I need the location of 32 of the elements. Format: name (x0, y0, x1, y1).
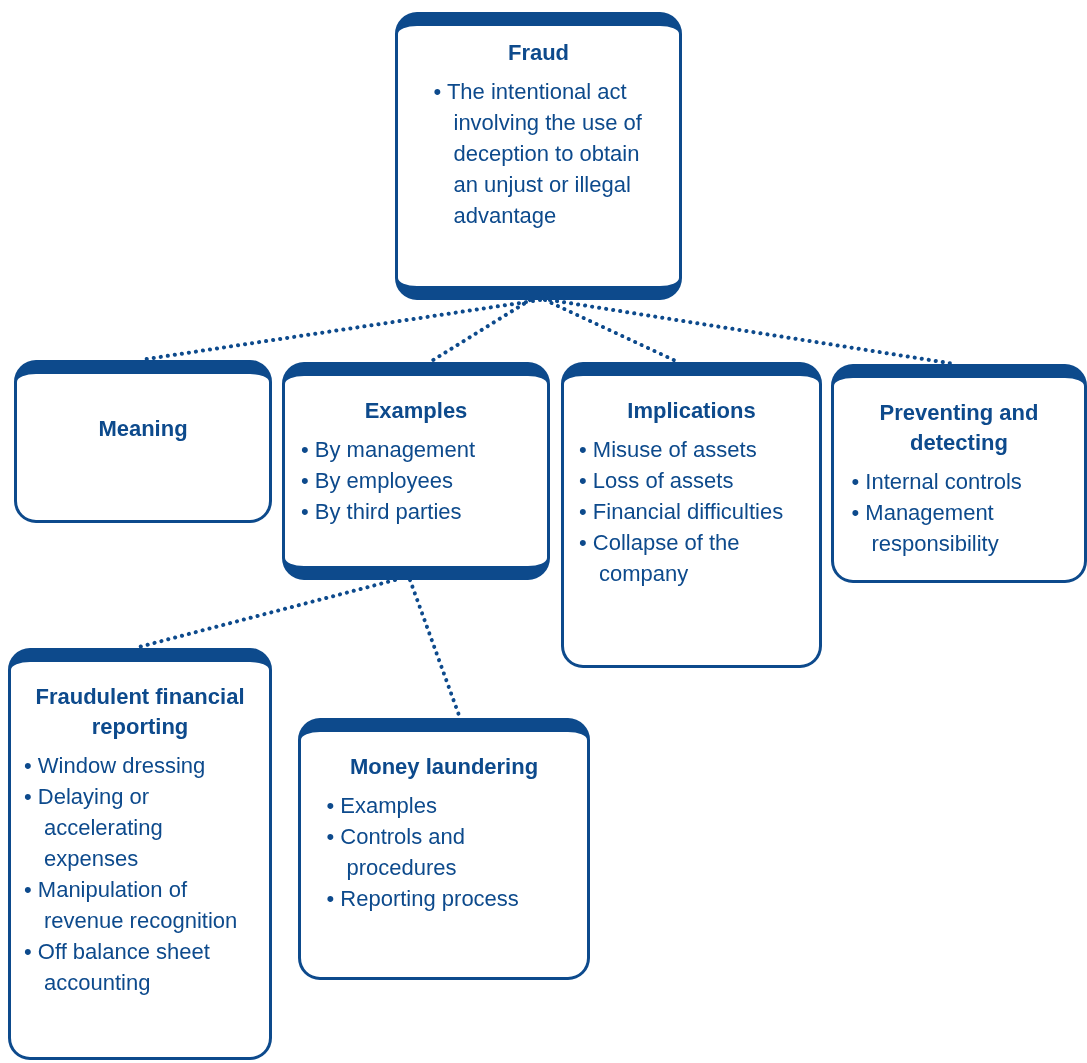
box-heading: Examples (363, 397, 469, 425)
bullet-item: • Financial difficulties (579, 498, 785, 526)
box-heading: Money laundering (348, 753, 540, 781)
rounded-box (395, 12, 682, 300)
box-heading: Preventing and detecting (878, 399, 1040, 457)
bullet-item: • Off balance sheet accounting (24, 938, 211, 997)
bullet-item: • By management (301, 436, 476, 464)
bullet-item: • Reporting process (326, 885, 520, 913)
bullet-item: • Loss of assets (579, 467, 735, 495)
box-heading: Fraudulent financial reporting (34, 683, 246, 741)
bullet-item: • Misuse of assets (579, 436, 758, 464)
rounded-box (14, 360, 272, 523)
dotted-connector (428, 298, 532, 364)
bullet-item: • Delaying or accelerating expenses (24, 783, 164, 873)
rounded-box (831, 364, 1087, 583)
box-heading: Meaning (97, 415, 189, 443)
rounded-box (8, 648, 272, 1060)
bullet-item: • Examples (326, 792, 438, 820)
rounded-box (561, 362, 822, 668)
rounded-box (298, 718, 590, 980)
bullet-item: • Internal controls (851, 468, 1023, 496)
box-heading: Implications (626, 397, 757, 425)
bullet-item: • The intentional act involving the use of deception to obtain an unjust or illegal advantage (433, 78, 643, 230)
bullet-item: • Collapse of the company (579, 529, 741, 588)
bullet-item: • Window dressing (24, 752, 207, 780)
box-heading: Fraud (506, 39, 571, 67)
bullet-item: • Controls and procedures (326, 823, 467, 882)
bullet-item: • Manipulation of revenue recognition (24, 876, 239, 935)
bullet-item: • By employees (301, 467, 454, 495)
bullet-item: • Management responsibility (851, 499, 1000, 558)
rounded-box (282, 362, 550, 580)
bullet-item: • By third parties (301, 498, 463, 526)
